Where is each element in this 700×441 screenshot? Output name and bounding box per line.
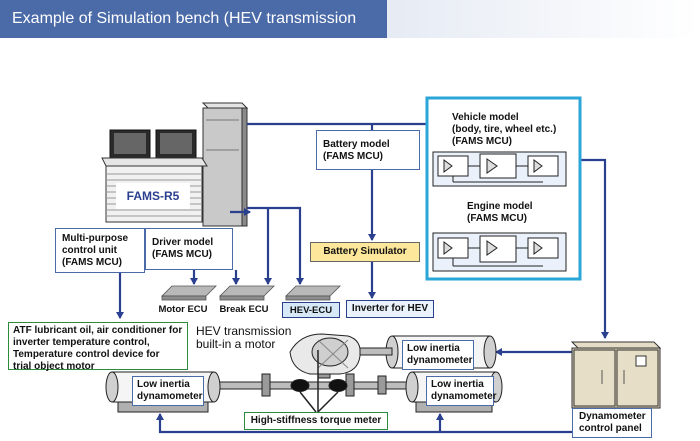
atf-box: ATF lubricant oil, air conditioner for i… — [8, 322, 188, 372]
vehicle-model-text: Vehicle model (body, tire, wheel etc.) (… — [452, 112, 578, 148]
vehicle-model-line-3: (FAMS MCU) — [452, 136, 512, 147]
engine-model-text: Engine model (FAMS MCU) — [467, 201, 567, 225]
dyno-panel-line-1: Dynamometer — [579, 411, 646, 422]
atf-line-4: trial object motor — [13, 361, 95, 372]
multipurpose-line-2: control unit — [62, 245, 117, 256]
vehicle-model-line-1: Vehicle model — [452, 112, 519, 123]
dyno-top-line-1: Low inertia — [407, 343, 460, 354]
engine-model-blocks-icon — [432, 232, 567, 272]
battery-model-line-2: (FAMS MCU) — [323, 151, 383, 162]
title-bar-fade — [387, 0, 700, 38]
vehicle-model-blocks-icon — [432, 151, 567, 187]
transmission-housing-icon — [289, 333, 361, 375]
control-panel-cabinet-icon — [570, 341, 662, 409]
battery-simulator-label: Battery Simulator — [323, 246, 407, 257]
dyno-left-label: Low inertia dynamometer — [132, 376, 204, 406]
server-rack-icon — [201, 102, 249, 227]
torque-meter-text: High-stiffness torque meter — [250, 415, 382, 426]
driver-model-box: Driver model (FAMS MCU) — [145, 228, 233, 270]
computer-label: FAMS-R5 — [126, 189, 180, 203]
multipurpose-control-box: Multi-purpose control unit (FAMS MCU) — [55, 228, 145, 273]
vehicle-model-line-2: (body, tire, wheel etc.) — [452, 124, 557, 135]
page-title: Example of Simulation bench (HEV transmi… — [0, 0, 387, 65]
transmission-line-1: HEV transmission — [196, 324, 292, 338]
torque-meter-label: High-stiffness torque meter — [244, 412, 388, 430]
computer-station-icon — [101, 129, 208, 223]
driver-model-line-2: (FAMS MCU) — [152, 249, 212, 260]
multipurpose-line-1: Multi-purpose — [62, 233, 129, 244]
battery-model-box: Battery model (FAMS MCU) — [316, 130, 420, 170]
battery-model-line-1: Battery model — [323, 139, 390, 150]
dyno-right-label: Low inertia dynamometer — [426, 376, 497, 406]
inverter-label: Inverter for HEV — [351, 303, 429, 314]
break-ecu-label: Break ECU — [219, 304, 269, 315]
atf-line-3: Temperature control device for — [13, 349, 160, 360]
dyno-left-line-1: Low inertia — [137, 379, 190, 390]
inverter-box: Inverter for HEV — [346, 300, 434, 318]
dyno-top-line-2: dynamometer — [407, 355, 473, 366]
dyno-top-label: Low inertia dynamometer — [402, 340, 474, 370]
driver-model-line-1: Driver model — [152, 237, 214, 248]
dyno-right-line-2: dynamometer — [431, 391, 497, 402]
battery-simulator-box: Battery Simulator — [310, 242, 420, 262]
engine-model-line-1: Engine model — [467, 201, 533, 212]
dyno-panel-line-2: control panel — [579, 423, 642, 434]
motor-ecu-label: Motor ECU — [158, 304, 208, 315]
atf-line-2: inverter temperature control, — [13, 337, 150, 348]
dyno-left-line-2: dynamometer — [137, 391, 203, 402]
multipurpose-line-3: (FAMS MCU) — [62, 257, 122, 268]
ecu-modules-icon — [161, 285, 341, 301]
transmission-line-2: built-in a motor — [196, 337, 276, 351]
engine-model-line-2: (FAMS MCU) — [467, 213, 527, 224]
dyno-panel-label: Dynamometer control panel — [572, 408, 652, 438]
dyno-right-line-1: Low inertia — [431, 379, 484, 390]
transmission-label: HEV transmission built-in a motor — [196, 325, 316, 351]
torque-meter-pointers — [299, 350, 339, 413]
hev-ecu-label: HEV-ECU — [282, 302, 340, 318]
atf-line-1: ATF lubricant oil, air conditioner for — [13, 325, 183, 336]
